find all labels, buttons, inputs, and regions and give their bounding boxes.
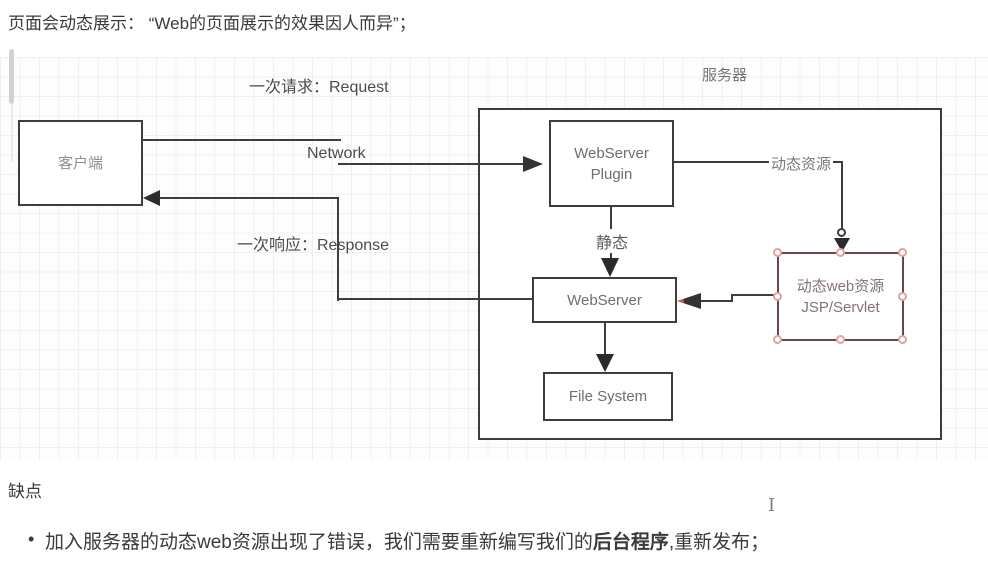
selection-handle[interactable] <box>836 335 845 344</box>
client-node-label: 客户端 <box>57 154 103 172</box>
arrowhead-down-icon <box>601 258 619 277</box>
selection-handle[interactable] <box>898 335 907 344</box>
arrowhead-down-icon <box>596 354 614 372</box>
arrowhead-left-icon <box>143 190 160 206</box>
webserver-node[interactable]: WebServer <box>532 277 677 323</box>
text-cursor-ibeam-icon: I <box>768 495 776 516</box>
jsp-label-line1: 动态web资源 <box>796 277 885 295</box>
selection-handle[interactable] <box>773 292 782 301</box>
response-line-segment[interactable] <box>337 298 533 300</box>
plugin-label-line1: WebServer <box>574 144 649 162</box>
webserver-plugin-node[interactable]: WebServer Plugin <box>549 120 674 207</box>
bullet-item: 加入服务器的动态web资源出现了错误，我们需要重新编写我们的后台程序,重新发布； <box>45 527 769 554</box>
request-line-segment[interactable] <box>142 139 341 141</box>
network-label: Network <box>307 145 366 162</box>
request-line-segment[interactable] <box>338 163 523 165</box>
jsp-label-line2: JSP/Servlet <box>801 298 880 316</box>
jsp-webserver-line-segment[interactable] <box>733 294 779 296</box>
page-title: 页面会动态展示： “Web的页面展示的效果因人而异”； <box>8 14 416 33</box>
bullet-text-bold: 后台程序 <box>592 532 669 553</box>
jsp-webserver-line-segment[interactable] <box>731 294 733 302</box>
selection-handle[interactable] <box>773 248 782 257</box>
scrollbar-track <box>11 50 13 162</box>
arrowhead-right-icon <box>523 156 543 172</box>
response-line-segment[interactable] <box>159 197 339 199</box>
selection-handle[interactable] <box>773 335 782 344</box>
selection-handle[interactable] <box>898 292 907 301</box>
plugin-label-line2: Plugin <box>590 165 633 183</box>
dynamic-resource-line-segment[interactable] <box>841 161 843 229</box>
bullet-text-pre: 加入服务器的动态web资源出现了错误，我们需要重新编写我们的 <box>45 532 593 553</box>
static-label: 静态 <box>595 229 630 253</box>
file-system-node[interactable]: File System <box>543 372 673 421</box>
dynamic-resource-line-segment[interactable] <box>673 161 843 163</box>
response-line-segment[interactable] <box>337 197 339 301</box>
dynamic-resource-label: 动态资源 <box>769 153 834 174</box>
client-node[interactable]: 客户端 <box>18 120 143 206</box>
jsp-webserver-line-segment[interactable] <box>700 300 733 302</box>
section-heading: 缺点 <box>8 482 42 501</box>
jsp-servlet-node[interactable]: 动态web资源 JSP/Servlet <box>777 252 904 341</box>
server-label: 服务器 <box>702 67 748 84</box>
scrollbar-thumb[interactable] <box>9 49 14 104</box>
connector-endpoint-circle-icon <box>837 228 846 237</box>
file-system-label: File System <box>568 388 648 405</box>
bullet-text-post: ,重新发布； <box>668 532 770 553</box>
request-label: 一次请求：Request <box>249 79 389 96</box>
bullet-marker: • <box>28 529 35 549</box>
filesystem-line-segment[interactable] <box>604 321 606 360</box>
webserver-label: WebServer <box>567 291 642 309</box>
selection-handle[interactable] <box>898 248 907 257</box>
selection-handle[interactable] <box>836 248 845 257</box>
response-label: 一次响应：Response <box>237 237 390 254</box>
